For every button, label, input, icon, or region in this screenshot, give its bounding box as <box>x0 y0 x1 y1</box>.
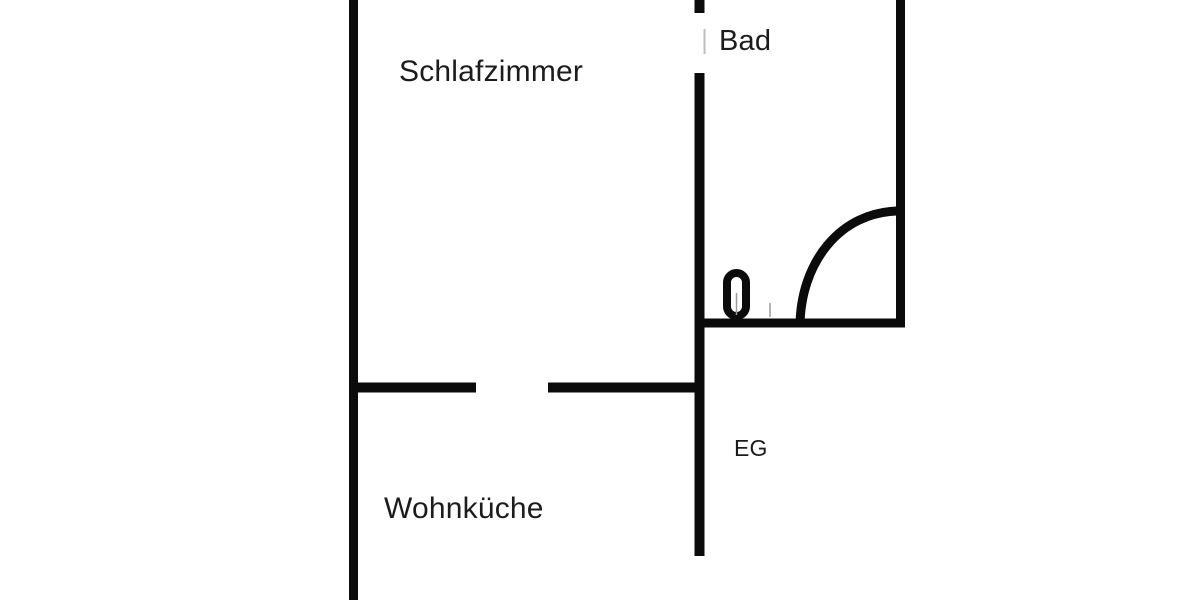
room-label-bathroom: Bad <box>719 25 772 57</box>
room-label-living-kitchen: Wohnküche <box>384 492 544 525</box>
room-label-bedroom: Schlafzimmer <box>399 55 584 88</box>
faint-marks-group <box>735 293 771 317</box>
floor-level-label: EG <box>734 435 768 461</box>
shower-door-arc <box>795 206 901 328</box>
toilet-symbol <box>723 269 750 320</box>
walls-group <box>349 0 905 600</box>
